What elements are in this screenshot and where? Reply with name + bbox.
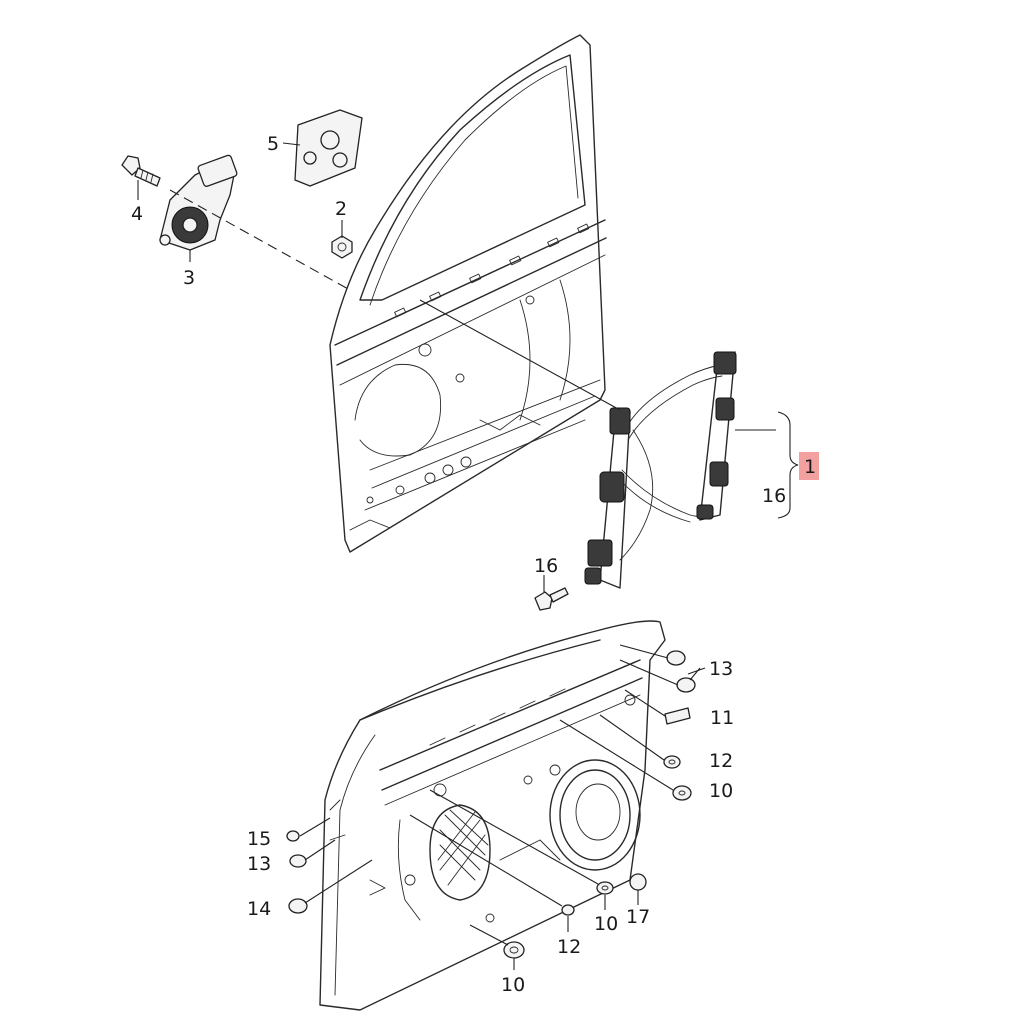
callout-10-lower[interactable]: 10 (501, 974, 525, 996)
upper-door-frame (329, 34, 607, 553)
callout-4[interactable]: 4 (131, 203, 143, 225)
lower-door-shell (319, 620, 666, 1011)
callout-13-upper[interactable]: 13 (709, 658, 733, 680)
callout-2[interactable]: 2 (335, 198, 347, 220)
callout-16-upper[interactable]: 16 (762, 485, 786, 507)
callout-10-right[interactable]: 10 (709, 780, 733, 802)
speaker-ring (549, 759, 641, 871)
leader-lines (137, 142, 799, 970)
nut-2 (331, 235, 353, 259)
callout-5[interactable]: 5 (267, 133, 279, 155)
window-regulator (584, 351, 737, 589)
callout-16-lower[interactable]: 16 (534, 555, 558, 577)
bolt-4 (121, 155, 161, 187)
callout-12-lower[interactable]: 12 (557, 936, 581, 958)
callout-1-highlight (799, 452, 819, 480)
callout-15[interactable]: 15 (247, 828, 271, 850)
belt-slots (394, 223, 590, 318)
callout-17[interactable]: 17 (626, 906, 650, 928)
callout-10-middle[interactable]: 10 (594, 913, 618, 935)
speaker-grille (429, 804, 491, 901)
callout-labels: 1 2 3 4 5 16 16 13 11 12 10 15 13 14 10 … (131, 133, 816, 996)
callout-12-right[interactable]: 12 (709, 750, 733, 772)
small-parts (286, 650, 696, 959)
bolt-16 (534, 587, 569, 611)
callout-1[interactable]: 1 (804, 456, 816, 478)
callout-13-lower[interactable]: 13 (247, 853, 271, 875)
bracket-5 (294, 109, 363, 187)
callout-11[interactable]: 11 (710, 707, 734, 729)
callout-14[interactable]: 14 (247, 898, 271, 920)
window-motor (159, 154, 238, 251)
callout-3[interactable]: 3 (183, 267, 195, 289)
